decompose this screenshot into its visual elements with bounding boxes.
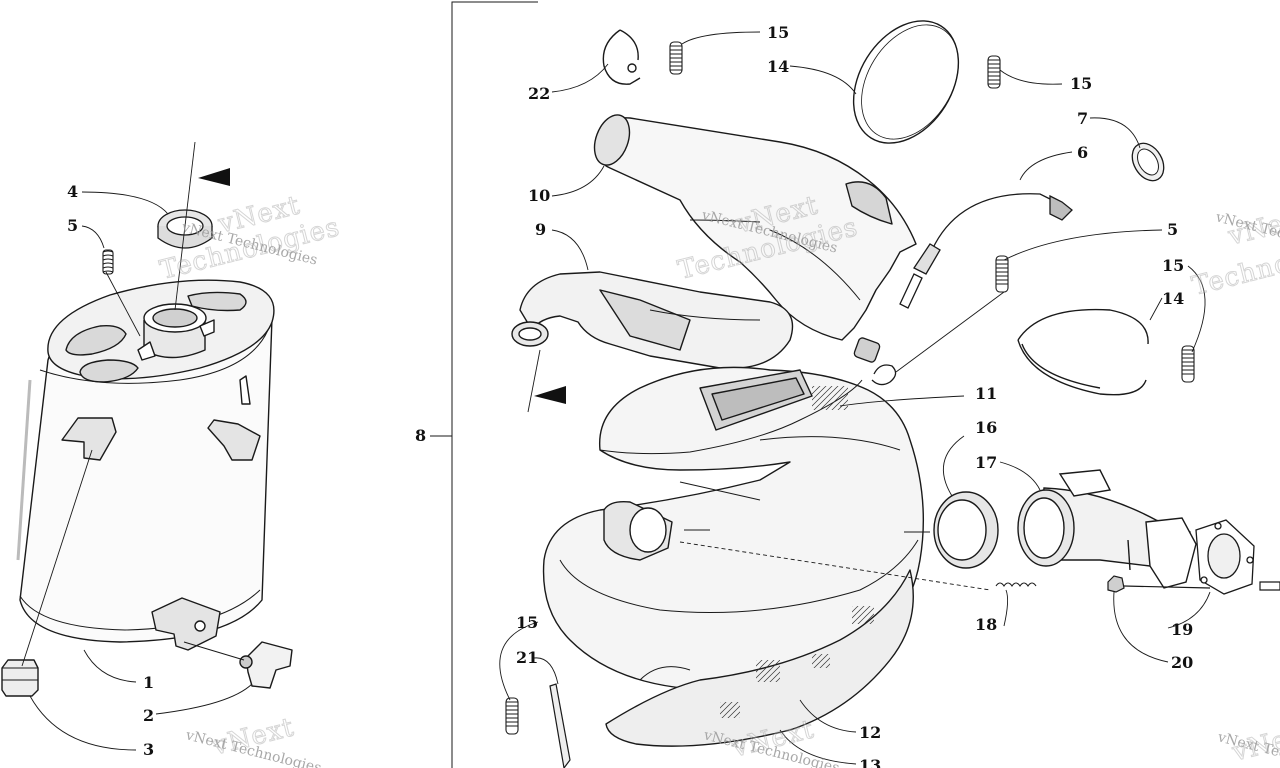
callout-5: 5 <box>1167 220 1179 239</box>
callout-14: 14 <box>767 57 790 76</box>
block-part <box>1 659 39 697</box>
outlet-neck <box>137 303 215 361</box>
callout-15: 15 <box>1070 74 1093 93</box>
callout-15: 15 <box>767 23 790 42</box>
sensor-cable <box>853 193 1073 386</box>
callout-19: 19 <box>1171 620 1194 639</box>
muffler-assembly <box>1 279 293 697</box>
callout-8: 8 <box>415 426 427 445</box>
callout-14: 14 <box>1162 289 1185 308</box>
flange-gasket <box>1195 519 1255 595</box>
callout-21: 21 <box>516 648 539 667</box>
coupler-ring <box>933 491 999 569</box>
callout-7: 7 <box>1077 109 1089 128</box>
expansion-chamber <box>511 114 930 747</box>
callout-15: 15 <box>516 613 539 632</box>
leaders-right <box>499 31 1211 765</box>
callout-20: 20 <box>1171 653 1194 672</box>
callout-5: 5 <box>67 216 79 235</box>
callout-10: 10 <box>528 186 551 205</box>
callout-13: 13 <box>859 756 882 768</box>
bumper-part <box>245 641 293 689</box>
callout-3: 3 <box>143 740 155 759</box>
callout-6: 6 <box>1077 143 1089 162</box>
clip-ring <box>602 29 641 85</box>
callout-12: 12 <box>859 723 882 742</box>
spring-left <box>102 249 114 275</box>
band-clamps <box>852 20 1149 396</box>
exhaust-manifold <box>1017 469 1197 589</box>
callout-2: 2 <box>143 706 155 725</box>
heat-shield-upper <box>594 117 917 341</box>
nut-stud <box>1107 575 1280 593</box>
heat-shield-lower <box>605 569 914 747</box>
leaders-left <box>21 141 253 751</box>
callout-9: 9 <box>535 220 547 239</box>
callout-22: 22 <box>528 84 551 103</box>
group-bracket-8 <box>430 1 538 768</box>
callout-17: 17 <box>975 453 998 472</box>
callout-16: 16 <box>975 418 998 437</box>
callout-15: 15 <box>1162 256 1185 275</box>
callout-1: 1 <box>143 673 155 692</box>
callout-11: 11 <box>975 384 998 403</box>
springs <box>505 41 1195 735</box>
callout-18: 18 <box>975 615 998 634</box>
support-rod <box>549 683 571 768</box>
callout-4: 4 <box>67 182 79 201</box>
muffler-gasket <box>157 209 213 249</box>
